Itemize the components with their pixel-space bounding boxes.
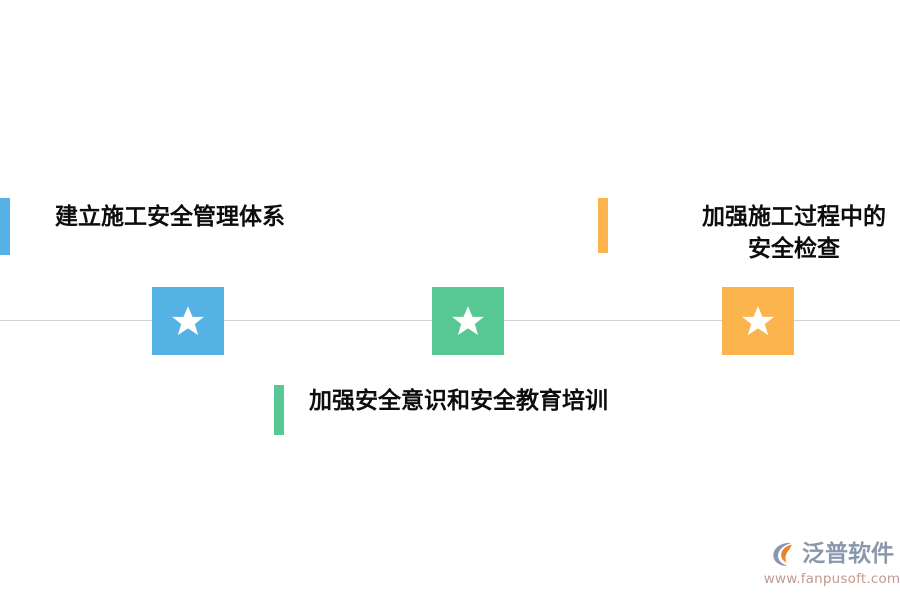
timeline-label-group-3: 加强施工过程中的 安全检查 <box>598 198 900 265</box>
brand-watermark-row: 泛普软件 <box>770 538 894 570</box>
timeline-label-group-2: 加强安全意识和安全教育培训 <box>274 385 608 435</box>
brand-url: www.fanpusoft.com <box>763 571 900 587</box>
timeline-node-3[interactable] <box>722 287 794 355</box>
brand-name: 泛普软件 <box>802 541 894 567</box>
timeline-label-group-1: 建立施工安全管理体系 <box>0 198 285 255</box>
accent-bar-blue <box>0 198 10 255</box>
timeline-node-1[interactable] <box>152 287 224 355</box>
accent-bar-orange <box>598 198 608 253</box>
timeline-label-3: 加强施工过程中的 安全检查 <box>702 204 886 262</box>
fanpu-logo-icon <box>773 542 792 566</box>
star-icon <box>172 306 204 336</box>
timeline-label-2: 加强安全意识和安全教育培训 <box>309 388 608 414</box>
star-icon <box>452 306 484 336</box>
timeline-label-1: 建立施工安全管理体系 <box>55 204 285 230</box>
accent-bar-green <box>274 385 284 435</box>
brand-watermark: 泛普软件 www.fanpusoft.com <box>764 538 900 590</box>
timeline-node-2[interactable] <box>432 287 504 355</box>
star-icon <box>742 306 774 336</box>
